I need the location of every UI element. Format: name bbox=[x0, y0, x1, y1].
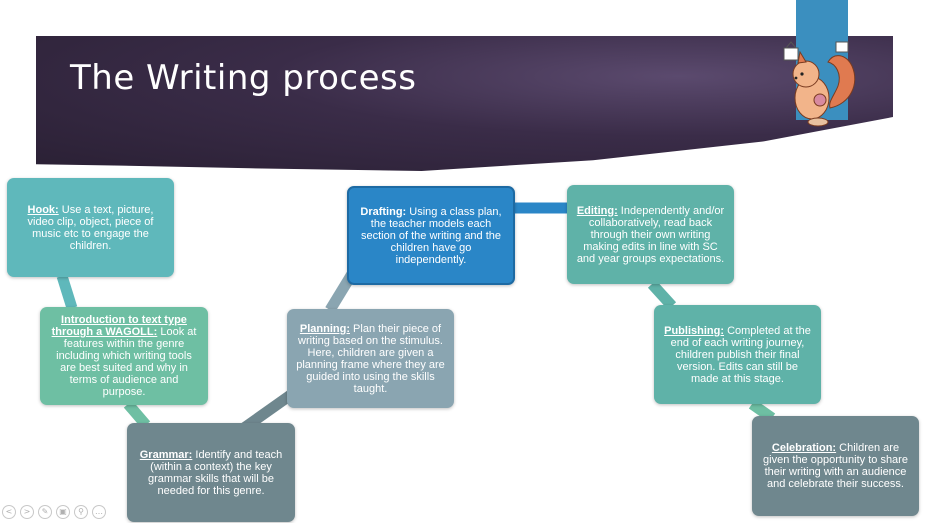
planning-label: Planning: bbox=[299, 322, 350, 335]
pen-icon[interactable]: ✎ bbox=[38, 505, 52, 519]
page-title: The Writing process bbox=[70, 58, 417, 98]
publishing-text: Completed at the end of each writing jou… bbox=[670, 324, 811, 385]
drafting-text: Using a class plan, the teacher models e… bbox=[360, 205, 502, 266]
drafting-box: Drafting: Using a class plan, the teache… bbox=[347, 186, 515, 285]
arrow-right-icon[interactable]: > bbox=[20, 505, 34, 519]
editing-label: Editing: bbox=[576, 204, 618, 217]
grammar-label: Grammar: bbox=[139, 448, 193, 461]
hook-label: Hook: bbox=[27, 203, 59, 216]
zoom-icon[interactable]: ⚲ bbox=[74, 505, 88, 519]
presentation-toolbar: < > ✎ ▣ ⚲ … bbox=[2, 505, 106, 519]
grammar-text: Identify and teach (within a context) th… bbox=[148, 448, 283, 497]
introduction-label: Introduction to text type through a WAGO… bbox=[51, 314, 187, 338]
slides-icon[interactable]: ▣ bbox=[56, 505, 70, 519]
celebration-label: Celebration: bbox=[771, 442, 837, 454]
introduction-text: Look at features within the genre includ… bbox=[56, 326, 197, 398]
arrow-left-icon[interactable]: < bbox=[2, 505, 16, 519]
hook-box: Hook: Use a text, picture, video clip, o… bbox=[7, 178, 174, 277]
publishing-box: Publishing: Completed at the end of each… bbox=[654, 305, 821, 404]
planning-text: Plan their piece of writing based on the… bbox=[296, 322, 445, 395]
grammar-box: Grammar: Identify and teach (within a co… bbox=[127, 423, 295, 522]
editing-box: Editing: Independently and/or collaborat… bbox=[567, 185, 734, 284]
more-icon[interactable]: … bbox=[92, 505, 106, 519]
introduction-box: Introduction to text type through a WAGO… bbox=[40, 307, 208, 405]
celebration-text: Children are given the opportunity to sh… bbox=[763, 442, 908, 490]
hook-text: Use a text, picture, video clip, object,… bbox=[27, 203, 154, 252]
celebration-box: Celebration: Children are given the oppo… bbox=[752, 416, 919, 516]
publishing-label: Publishing: bbox=[664, 324, 725, 337]
planning-box: Planning: Plan their piece of writing ba… bbox=[287, 309, 454, 408]
squirrel-illustration bbox=[783, 41, 856, 127]
editing-text: Independently and/or collaboratively, re… bbox=[576, 204, 725, 265]
drafting-label: Drafting: bbox=[360, 205, 407, 218]
